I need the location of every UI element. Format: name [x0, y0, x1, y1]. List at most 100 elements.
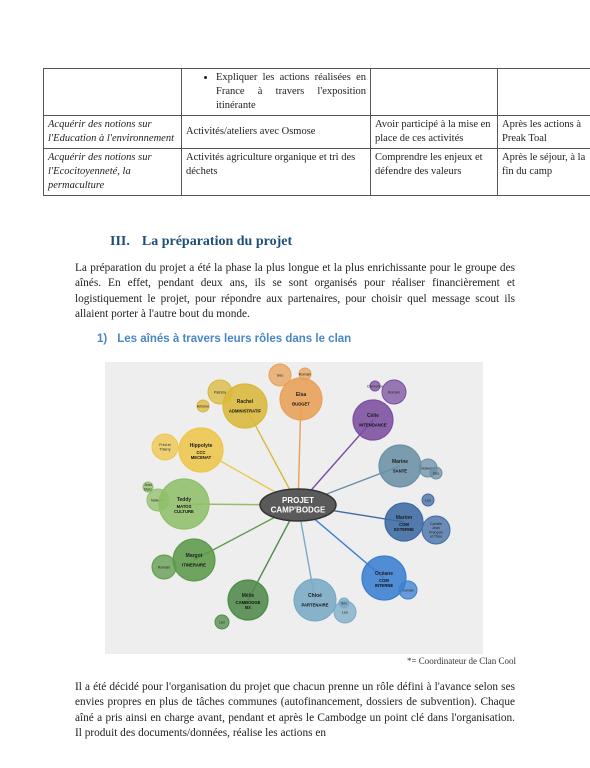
helper-circle [214, 614, 230, 630]
table-cell: Acquérir des notions sur l'Ecocitoyennet… [43, 148, 182, 196]
table-row: Acquérir des notions sur l'Education à l… [43, 115, 590, 149]
table-cell: Après les actions à Preak Toal [497, 115, 590, 149]
role-circle [227, 579, 269, 621]
helper-node: Romain [298, 367, 312, 381]
member-name: Marion [396, 515, 412, 521]
role-circle [158, 478, 210, 530]
table-cell: Expliquer les actions réalisées en Franc… [181, 68, 371, 116]
table-cell: Acquérir des notions sur l'Education à l… [43, 115, 182, 149]
role-label: ADMINISTRATIF [229, 408, 262, 413]
bullet-item: Expliquer les actions réalisées en Franc… [216, 71, 366, 113]
role-label: SANTE [393, 468, 407, 473]
role-circle [178, 427, 224, 473]
role-circle [384, 502, 424, 542]
helper-label: Séo [341, 601, 347, 605]
section-heading: III.La préparation du projet [110, 234, 292, 250]
member-name: Marine [392, 459, 408, 465]
role-circle [293, 578, 337, 622]
helper-label: Patricia [214, 390, 226, 394]
subsection-title: Les aînés à travers leurs rôles dans le … [117, 333, 352, 345]
role-circle [172, 538, 216, 582]
role-circle [222, 383, 268, 429]
helper-node: Romain [151, 554, 177, 580]
member-name: Margot [186, 553, 203, 559]
role-circle [361, 555, 407, 601]
member-name: Teddy [177, 497, 192, 503]
helper-circle [151, 433, 179, 461]
helper-label: Antoine [197, 404, 209, 408]
helper-circle [429, 466, 443, 480]
helper-node: Antoine [196, 399, 210, 413]
table-cell: Après le séjour, à la fin du camp [497, 148, 590, 196]
section-number: III. [110, 234, 130, 249]
role-label: ITINERAIRE [182, 562, 206, 567]
role-label: INTENDANCE [359, 422, 387, 427]
helper-label: Léo [219, 620, 225, 624]
subsection-number: 1) [97, 333, 108, 345]
helper-node: Léo [214, 614, 230, 630]
helper-node: Romain [381, 379, 407, 405]
helper-node: Léo [421, 493, 435, 507]
helper-circle [369, 380, 381, 392]
table-row: Expliquer les actions réalisées en Franc… [43, 68, 590, 116]
table-cell [370, 68, 498, 116]
helper-circle [338, 597, 350, 609]
table-cell: Comprendre les enjeux et défendre des va… [370, 148, 498, 196]
center-ellipse [259, 488, 337, 522]
helper-label: Romain [299, 372, 311, 376]
helper-circle [268, 363, 292, 387]
outro-paragraph: Il a été décidé pour l'organisation du p… [75, 681, 515, 739]
member-name: Océane [375, 571, 393, 577]
helper-label: Nolwenn [151, 498, 165, 502]
helper-circle [142, 481, 154, 493]
member-name: Rachel [237, 399, 254, 405]
helper-label: Léo [342, 610, 348, 614]
helper-label: Romain [388, 390, 400, 394]
helper-circle [421, 515, 451, 545]
member-name: Chloé [308, 593, 322, 599]
helper-node: Séo [338, 597, 350, 609]
role-label: PARTENAIRE [302, 602, 329, 607]
helper-circle [381, 379, 407, 405]
role-circle [279, 377, 323, 421]
helper-label: Clémence [367, 384, 383, 388]
helper-label: Romain [158, 565, 170, 569]
helper-node: Séo [268, 363, 292, 387]
table-cell: Avoir participé à la mise en place de ce… [370, 115, 498, 149]
diagram-caption: *= Coordinateur de Clan Cool [406, 656, 516, 666]
table-cell [497, 68, 590, 116]
helper-circle [196, 399, 210, 413]
table-row: Acquérir des notions sur l'Ecocitoyennet… [43, 148, 590, 196]
table-cell: Activités/ateliers avec Osmose [181, 115, 371, 149]
table-cell [43, 68, 182, 116]
table-cell: Activités agriculture organique et tri d… [181, 148, 371, 196]
helper-label: Nolwenn [421, 466, 435, 470]
helper-node: Clémence [367, 380, 383, 392]
role-circle [352, 399, 394, 441]
member-name: Hippolyte [190, 443, 213, 449]
